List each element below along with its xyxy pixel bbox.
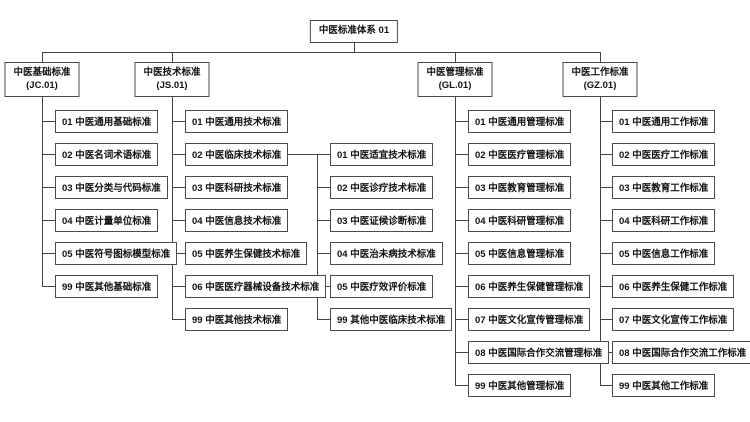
connector-line	[42, 95, 43, 286]
root-node: 中医标准体系 01	[309, 20, 399, 43]
connector-line	[317, 220, 330, 221]
connector-line	[600, 187, 612, 188]
connector-line	[42, 154, 55, 155]
tree-node: 05 中医符号图标模型标准	[55, 241, 178, 265]
branch-title: 中医管理标准	[426, 67, 484, 78]
tree-node: 05 中医信息管理标准	[468, 241, 572, 265]
tree-node: 05 中医信息工作标准	[612, 241, 716, 265]
connector-line	[172, 52, 173, 66]
connector-line	[455, 385, 468, 386]
tree-node: 06 中医医疗器械设备技术标准	[185, 274, 327, 298]
branch-title: 中医基础标准	[13, 67, 71, 78]
connector-line	[455, 319, 468, 320]
connector-line	[172, 319, 185, 320]
connector-line	[42, 52, 600, 53]
connector-line	[317, 187, 330, 188]
connector-line	[455, 187, 468, 188]
tree-node: 99 中医其他技术标准	[185, 307, 289, 331]
branch-code: (JC.01)	[26, 79, 58, 91]
tree-node: 04 中医信息技术标准	[185, 208, 289, 232]
connector-line	[42, 121, 55, 122]
connector-line	[600, 95, 601, 385]
tree-node: 99 中医其他管理标准	[468, 373, 572, 397]
branch-node: 中医工作标准(GZ.01)	[562, 62, 638, 97]
connector-line	[288, 154, 330, 155]
tree-node: 99 其他中医临床技术标准	[330, 307, 453, 331]
connector-line	[600, 220, 612, 221]
connector-line	[455, 352, 468, 353]
tree-node: 04 中医科研工作标准	[612, 208, 716, 232]
tree-node: 03 中医教育管理标准	[468, 175, 572, 199]
branch-node: 中医技术标准(JS.01)	[134, 62, 210, 97]
connector-line	[455, 52, 456, 66]
tree-node: 03 中医分类与代码标准	[55, 175, 168, 199]
tree-node: 02 中医临床技术标准	[185, 142, 289, 166]
connector-line	[600, 385, 612, 386]
branch-code: (GL.01)	[438, 79, 472, 91]
connector-line	[317, 253, 330, 254]
tree-node: 01 中医通用基础标准	[55, 109, 159, 133]
tree-node: 04 中医科研管理标准	[468, 208, 572, 232]
tree-node: 08 中医国际合作交流管理标准	[468, 340, 610, 364]
connector-line	[42, 52, 43, 66]
connector-line	[354, 38, 355, 52]
tree-node: 99 中医其他基础标准	[55, 274, 159, 298]
branch-code: (GZ.01)	[583, 79, 617, 91]
connector-line	[455, 95, 456, 385]
tree-node: 06 中医养生保健工作标准	[612, 274, 735, 298]
connector-line	[455, 253, 468, 254]
tree-node: 04 中医治未病技术标准	[330, 241, 443, 265]
tree-node: 01 中医通用管理标准	[468, 109, 572, 133]
tree-node: 03 中医科研技术标准	[185, 175, 289, 199]
tree-node: 02 中医医疗管理标准	[468, 142, 572, 166]
connector-line	[42, 220, 55, 221]
tree-node: 99 中医其他工作标准	[612, 373, 716, 397]
connector-line	[455, 121, 468, 122]
connector-line	[600, 319, 612, 320]
tree-node: 06 中医养生保健管理标准	[468, 274, 591, 298]
connector-line	[317, 154, 318, 319]
tree-node: 01 中医通用工作标准	[612, 109, 716, 133]
tree-node: 07 中医文化宣传管理标准	[468, 307, 591, 331]
connector-line	[455, 220, 468, 221]
connector-line	[172, 187, 185, 188]
connector-line	[455, 286, 468, 287]
connector-line	[600, 286, 612, 287]
connector-line	[42, 286, 55, 287]
connector-line	[317, 319, 330, 320]
connector-line	[172, 121, 185, 122]
tree-node: 07 中医文化宣传工作标准	[612, 307, 735, 331]
connector-line	[172, 286, 185, 287]
tree-node: 01 中医通用技术标准	[185, 109, 289, 133]
tree-node: 03 中医教育工作标准	[612, 175, 716, 199]
connector-line	[600, 121, 612, 122]
tree-node: 03 中医证候诊断标准	[330, 208, 434, 232]
connector-line	[172, 154, 185, 155]
tree-node: 08 中医国际合作交流工作标准	[612, 340, 750, 364]
connector-line	[172, 220, 185, 221]
tree-node: 02 中医诊疗技术标准	[330, 175, 434, 199]
branch-node: 中医基础标准(JC.01)	[4, 62, 80, 97]
connector-line	[600, 52, 601, 66]
tree-node: 02 中医医疗工作标准	[612, 142, 716, 166]
branch-title: 中医工作标准	[571, 67, 629, 78]
branch-code: (JS.01)	[156, 79, 188, 91]
tree-node: 01 中医适宜技术标准	[330, 142, 434, 166]
connector-line	[172, 253, 185, 254]
branch-node: 中医管理标准(GL.01)	[417, 62, 493, 97]
tree-node: 05 中医养生保健技术标准	[185, 241, 308, 265]
connector-line	[600, 253, 612, 254]
connector-line	[455, 154, 468, 155]
connector-line	[42, 187, 55, 188]
connector-line	[172, 95, 173, 319]
branch-title: 中医技术标准	[143, 67, 201, 78]
connector-line	[42, 253, 55, 254]
tree-node: 05 中医疗效评价标准	[330, 274, 434, 298]
tree-node: 02 中医名词术语标准	[55, 142, 159, 166]
tree-node: 04 中医计量单位标准	[55, 208, 159, 232]
connector-line	[600, 154, 612, 155]
